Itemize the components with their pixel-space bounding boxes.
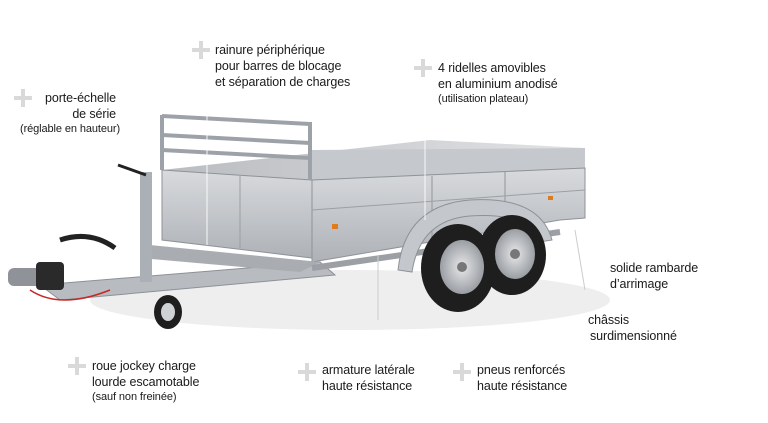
plus-icon <box>68 357 86 375</box>
callout-text: solide rambarde <box>610 261 699 275</box>
callout-porte-echelle: porte-échelle de série (réglable en haut… <box>20 90 121 137</box>
callout-armature: armature latérale haute résistance <box>322 362 415 394</box>
callout-subtext: (utilisation plateau) <box>438 93 529 105</box>
callout-text: en aluminium anodisé <box>438 77 558 91</box>
callout-pneus: pneus renforcés haute résistance <box>477 362 567 394</box>
jockey-post <box>140 172 152 282</box>
callout-text: d’arrimage <box>610 277 669 291</box>
plus-icon <box>14 89 32 107</box>
callout-text: roue jockey charge <box>92 359 196 373</box>
plus-icon <box>192 41 210 59</box>
wheel-front <box>421 224 495 312</box>
plus-icon <box>453 363 471 381</box>
callout-roue-jockey: roue jockey charge lourde escamotable (s… <box>92 358 199 405</box>
callout-text: surdimensionné <box>590 329 677 343</box>
callout-subtext: (réglable en hauteur) <box>20 123 121 135</box>
callout-text: pour barres de blocage <box>215 59 342 73</box>
callout-subtext: (sauf non freinée) <box>92 391 177 403</box>
callout-text: haute résistance <box>477 379 568 393</box>
wheel-rear <box>478 215 546 295</box>
callout-rainure: rainure périphérique pour barres de bloc… <box>215 42 350 90</box>
plus-icon <box>298 363 316 381</box>
callout-ridelles: 4 ridelles amovibles en aluminium anodis… <box>438 60 558 107</box>
trailer-front-panel <box>161 169 313 259</box>
callout-rambarde: solide rambarde d’arrimage <box>610 260 698 292</box>
callout-text: 4 ridelles amovibles <box>438 61 546 75</box>
callout-text: châssis <box>588 313 629 327</box>
callout-text: armature latérale <box>322 363 415 377</box>
drawbar <box>38 261 337 301</box>
callout-chassis: châssis surdimensionné <box>588 312 677 344</box>
callout-text: rainure périphérique <box>215 43 325 57</box>
callout-text: porte-échelle <box>45 91 116 105</box>
callout-text: et séparation de charges <box>215 75 351 89</box>
callout-text: de série <box>72 107 116 121</box>
ladder-rack <box>160 114 312 180</box>
callout-text: pneus renforcés <box>477 363 566 377</box>
callout-text: haute résistance <box>322 379 413 393</box>
plus-icon <box>414 59 432 77</box>
callout-text: lourde escamotable <box>92 375 200 389</box>
coupling-head <box>8 233 117 301</box>
